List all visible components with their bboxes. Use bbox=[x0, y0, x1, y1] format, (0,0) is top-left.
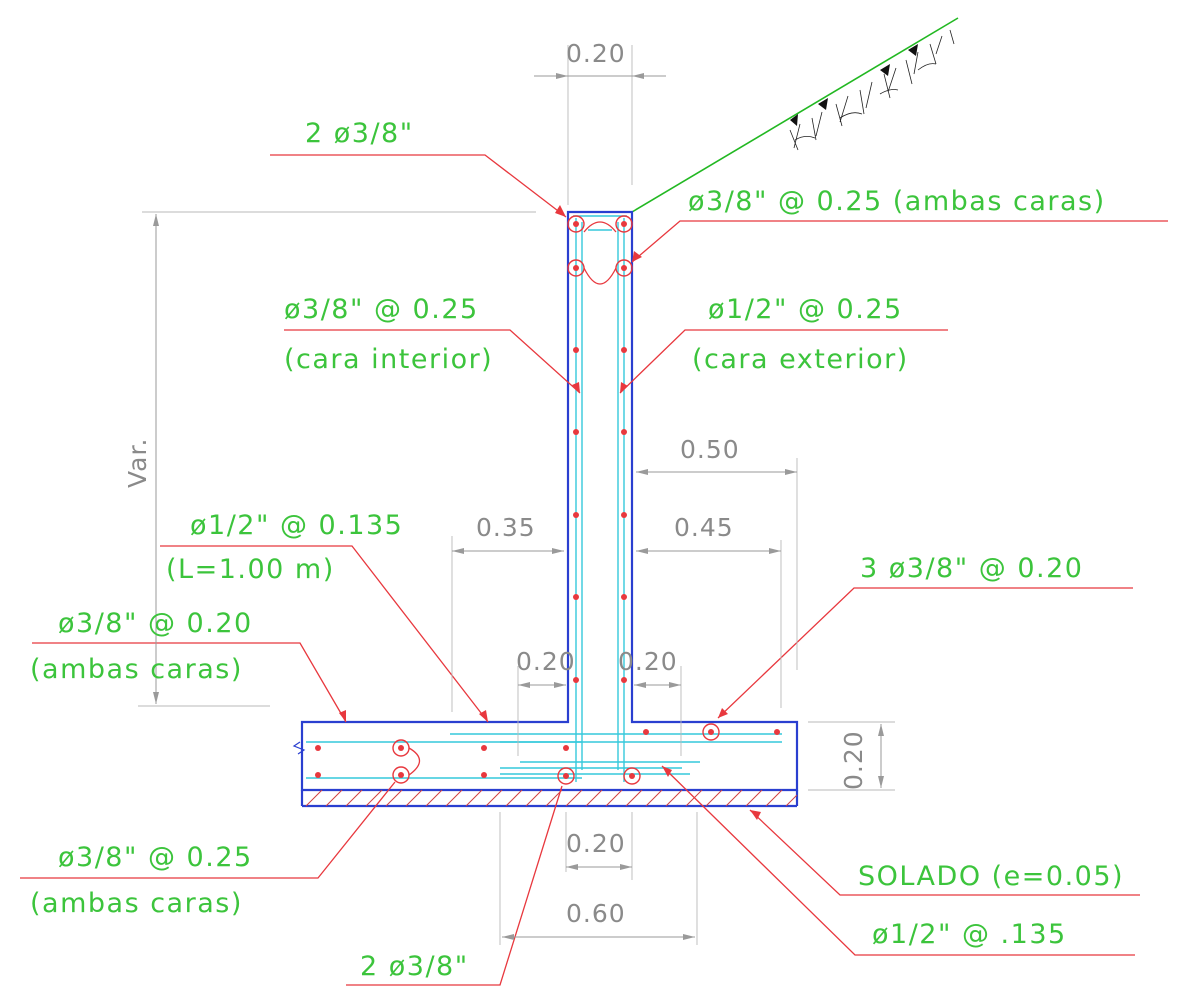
label-footing-bottom-faces: (ambas caras) bbox=[30, 888, 243, 919]
rebar-lines bbox=[306, 215, 782, 782]
dim-key-width: 0.20 bbox=[566, 829, 626, 858]
label-stem-top-both-faces: ø3/8" @ 0.25 (ambas caras) bbox=[688, 186, 1106, 217]
dim-toe-outer: 0.50 bbox=[680, 435, 740, 464]
leader-lines bbox=[20, 154, 1168, 986]
label-stem-exterior-face: (cara exterior) bbox=[692, 344, 909, 375]
label-solado: SOLADO (e=0.05) bbox=[858, 861, 1124, 892]
label-stem-interior-face: (cara interior) bbox=[284, 344, 493, 375]
label-dowel-length: (L=1.00 m) bbox=[166, 554, 335, 585]
dim-toe-inner: 0.45 bbox=[674, 513, 734, 542]
dim-footing-thickness: 0.20 bbox=[839, 730, 868, 790]
label-dowel-spacing: ø1/2" @ 0.135 bbox=[190, 510, 403, 541]
label-stem-exterior-spacing: ø1/2" @ 0.25 bbox=[708, 294, 903, 325]
label-stem-interior-spacing: ø3/8" @ 0.25 bbox=[284, 294, 479, 325]
dim-right-offset: 0.20 bbox=[618, 647, 678, 676]
dimension-lines bbox=[138, 45, 895, 945]
dim-heel: 0.35 bbox=[476, 513, 536, 542]
label-toe-bars: 3 ø3/8" @ 0.20 bbox=[860, 553, 1083, 584]
dim-left-offset: 0.20 bbox=[516, 647, 576, 676]
label-heel-top-spacing: ø3/8" @ 0.20 bbox=[58, 608, 253, 639]
rebar-bars bbox=[315, 215, 780, 785]
dimension-labels: 0.20 Var. 0.50 0.45 0.35 0.20 0.20 0.20 … bbox=[123, 39, 868, 928]
label-footing-bottom-spacing: ø3/8" @ 0.25 bbox=[58, 842, 253, 873]
label-key-bars: 2 ø3/8" bbox=[360, 951, 469, 982]
label-top-two-bars: 2 ø3/8" bbox=[305, 118, 414, 149]
dim-key-span: 0.60 bbox=[566, 899, 626, 928]
ground-slope bbox=[631, 17, 959, 213]
label-heel-top-faces: (ambas caras) bbox=[30, 654, 243, 685]
dim-height: Var. bbox=[123, 438, 152, 488]
dim-stem-width: 0.20 bbox=[566, 39, 626, 68]
rebar-labels: 2 ø3/8" ø3/8" @ 0.25 (ambas caras) ø3/8"… bbox=[30, 118, 1124, 982]
solado-hatch bbox=[305, 789, 798, 807]
label-footing-main: ø1/2" @ .135 bbox=[872, 919, 1067, 950]
